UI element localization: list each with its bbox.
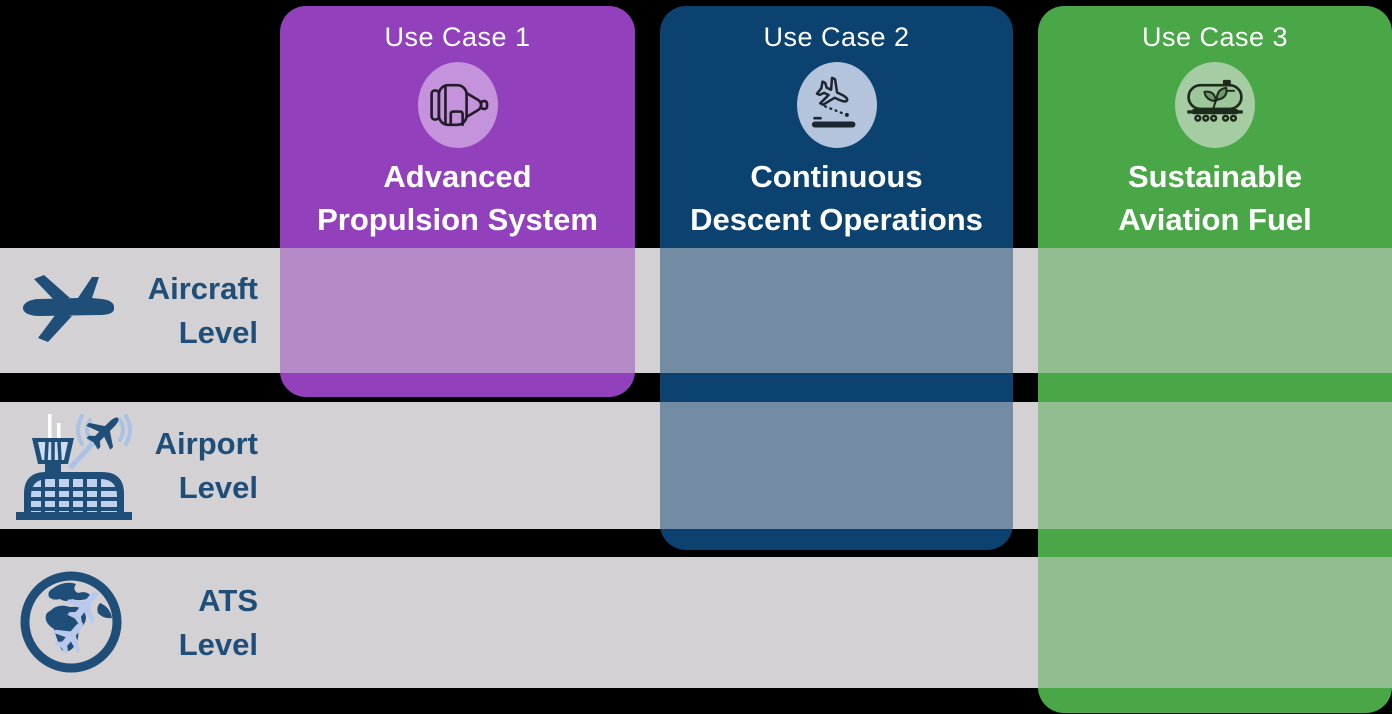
use-case-3-card: Use Case 3 <box>1038 6 1392 713</box>
title-line2: Propulsion System <box>317 202 598 238</box>
use-case-3-title: Sustainable Aviation Fuel <box>1038 155 1392 242</box>
use-case-1-title: Advanced Propulsion System <box>280 155 635 242</box>
title-line2: Descent Operations <box>690 202 983 238</box>
level-label-line2: Level <box>178 626 258 662</box>
title-line1: Continuous <box>750 159 923 194</box>
fuel-tanker-icon <box>1182 72 1248 138</box>
title-line2: Aviation Fuel <box>1118 202 1312 238</box>
use-case-2-card: Use Case 2 Continuous Descent Operations <box>660 6 1013 550</box>
title-line1: Sustainable <box>1128 159 1302 194</box>
level-label-airport: Airport Level <box>0 421 258 509</box>
level-label-line1: Aircraft <box>147 270 258 306</box>
airport-row-overlay <box>1038 402 1392 529</box>
use-case-2-title: Continuous Descent Operations <box>660 155 1013 242</box>
use-case-1-label: Use Case 1 <box>384 22 531 52</box>
aircraft-row-overlay <box>660 248 1013 373</box>
aircraft-row-overlay <box>280 248 635 373</box>
level-label-line1: Airport <box>154 425 258 461</box>
use-case-1-card: Use Case 1 Advanced Propulsion System <box>280 6 635 397</box>
descending-aircraft-icon <box>804 72 870 138</box>
airplane-icon <box>18 264 118 356</box>
ats-row-overlay <box>1038 557 1392 688</box>
airport-row-overlay <box>660 402 1013 529</box>
use-case-2-label: Use Case 2 <box>763 22 910 52</box>
level-label-line2: Level <box>178 314 258 350</box>
level-label-line2: Level <box>178 469 258 505</box>
globe-flights-icon <box>16 567 126 677</box>
level-label-ats: ATS Level <box>0 578 258 666</box>
level-label-line1: ATS <box>198 582 258 618</box>
airport-tower-icon <box>12 410 136 520</box>
use-case-3-label: Use Case 3 <box>1141 22 1289 52</box>
jet-engine-icon <box>425 72 491 138</box>
use-case-3-icon-badge <box>1175 62 1255 148</box>
title-line1: Advanced <box>383 159 532 194</box>
use-case-2-icon-badge <box>796 62 877 148</box>
use-case-1-icon-badge <box>417 62 498 148</box>
aircraft-row-overlay <box>1038 248 1392 373</box>
level-label-aircraft: Aircraft Level <box>0 266 258 354</box>
